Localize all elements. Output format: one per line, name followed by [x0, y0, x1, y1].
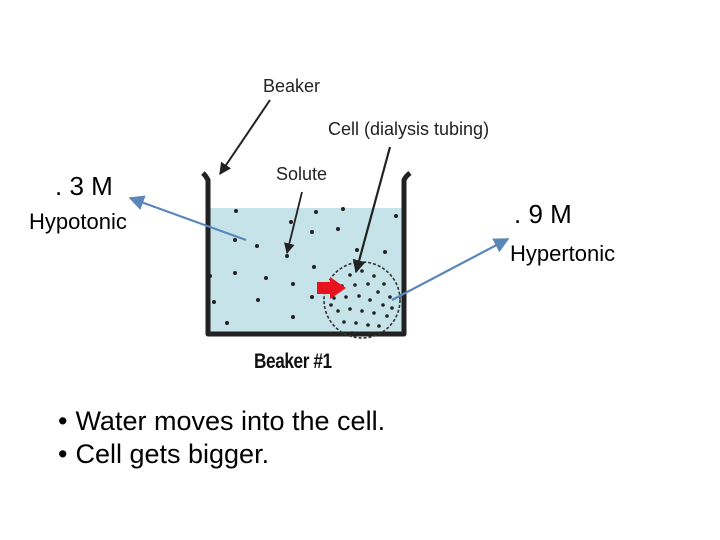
- water: [208, 208, 404, 332]
- solute-particles: [208, 207, 398, 325]
- hypotonic-label: Hypotonic: [29, 209, 127, 234]
- hypertonic-label: Hypertonic: [510, 241, 616, 266]
- cell-membrane: [323, 261, 401, 339]
- hypertonic-callout-arrow: [391, 238, 510, 301]
- bullet-item: Cell gets bigger.: [58, 438, 385, 471]
- bullet-list: Water moves into the cell. Cell gets big…: [58, 405, 385, 471]
- hypotonic-callout-arrow: [128, 195, 247, 242]
- hypertonic-concentration: . 9 M: [514, 199, 572, 229]
- cell-pointer-arrow: [352, 146, 392, 274]
- solute-label: Solute: [276, 164, 328, 184]
- red-arrow-icon: [317, 277, 346, 299]
- bullet-item: Water moves into the cell.: [58, 405, 385, 438]
- hypotonic-concentration: . 3 M: [55, 171, 113, 201]
- solute-pointer-arrow: [284, 191, 303, 255]
- cell-label: Cell (dialysis tubing): [328, 119, 490, 139]
- cell-solute-particles: [329, 269, 394, 336]
- beaker-pointer-arrow: [219, 99, 271, 175]
- beaker-label: Beaker: [263, 76, 321, 96]
- beaker-outline: [201, 171, 412, 337]
- beaker-number-label: Beaker #1: [254, 350, 332, 373]
